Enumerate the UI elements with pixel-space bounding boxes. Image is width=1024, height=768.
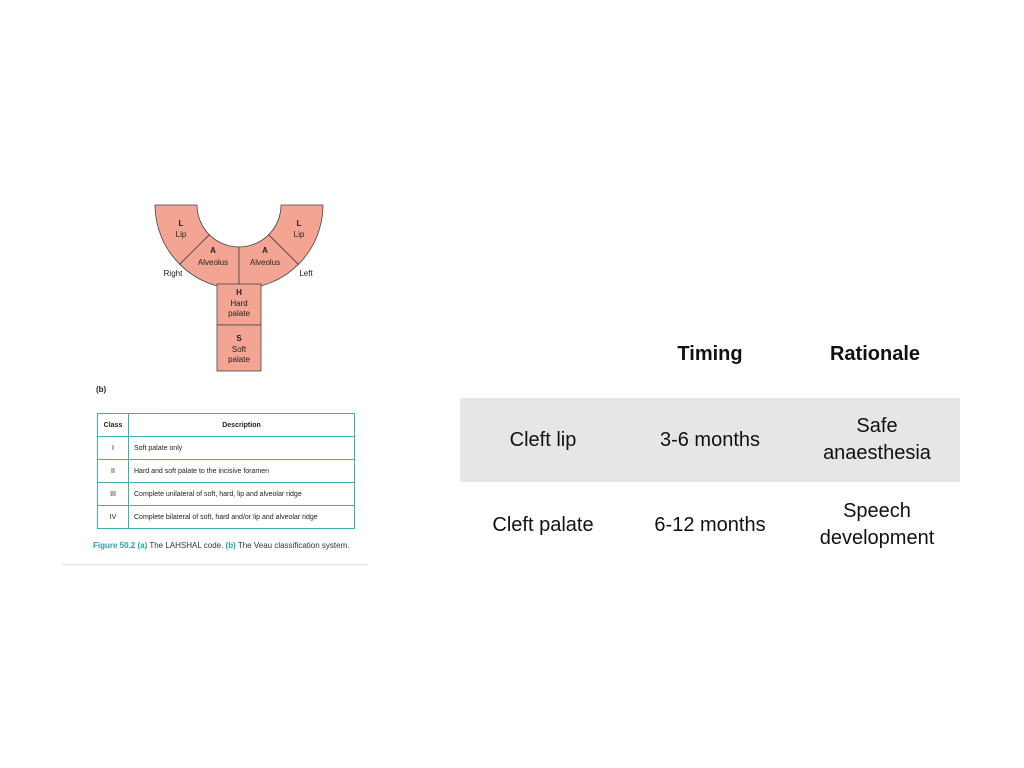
veau-description-cell: Complete unilateral of soft, hard, lip a… (128, 482, 355, 506)
hard-palate-line2: palate (228, 309, 250, 318)
veau-description-cell: Hard and soft palate to the incisive for… (128, 459, 355, 483)
veau-class-cell: IV (97, 505, 129, 529)
table-row: III Complete unilateral of soft, hard, l… (97, 482, 355, 506)
veau-header-class: Class (97, 413, 129, 437)
lip-right-name: Lip (176, 230, 187, 239)
cleft-palate-rationale-line1: Speech (843, 500, 911, 522)
alveolus-right-name: Alveolus (198, 258, 228, 267)
cleft-palate-timing: 6-12 months (654, 513, 766, 536)
caption-a-marker: (a) (137, 541, 148, 550)
lahshal-diagram: L Lip L Lip A Alveolus A Alveolus Right … (154, 204, 324, 372)
panel-b-label: (b) (96, 385, 107, 394)
cleft-palate-rationale-line2: development (819, 527, 935, 549)
veau-description-cell: Soft palate only (128, 436, 355, 460)
timing-header: Timing (677, 343, 743, 365)
lip-right-code: L (179, 219, 184, 228)
soft-palate-line2: palate (228, 355, 250, 364)
caption-b-marker: (b) (225, 541, 236, 550)
veau-header-description: Description (128, 413, 355, 437)
cleft-lip-name: Cleft lip (509, 428, 577, 451)
hard-palate-line1: Hard (230, 299, 247, 308)
caption-b-text: The Veau classification system. (237, 541, 350, 550)
lip-left-segment (268, 204, 324, 265)
caption-a-text: The LAHSHAL code. (149, 541, 224, 550)
lip-left-code: L (297, 219, 302, 228)
arch (154, 204, 324, 290)
table-row: II Hard and soft palate to the incisive … (97, 459, 355, 483)
caption-divider (62, 564, 368, 565)
table-row: IV Complete bilateral of soft, hard and/… (97, 505, 355, 529)
cleft-lip-rationale-line1: Safe (856, 415, 898, 437)
veau-description-cell: Complete bilateral of soft, hard and/or … (128, 505, 355, 529)
veau-class-cell: III (97, 482, 129, 506)
alveolus-left-code: A (262, 246, 268, 255)
veau-header-row: Class Description (97, 413, 355, 437)
soft-palate-segment (216, 324, 262, 372)
highlighted-row-background (460, 398, 960, 482)
alveolus-left-name: Alveolus (250, 258, 280, 267)
side-left-label: Left (299, 269, 313, 278)
soft-palate-line1: Soft (232, 345, 247, 354)
cleft-lip-rationale: Safe anaesthesia (794, 398, 960, 482)
cleft-palate-name: Cleft palate (492, 513, 594, 536)
cleft-palate-rationale: Speech development (794, 483, 960, 567)
veau-class-cell: II (97, 459, 129, 483)
table-row: I Soft palate only (97, 436, 355, 460)
cleft-lip-rationale-line2: anaesthesia (823, 442, 931, 464)
alveolus-right-code: A (210, 246, 216, 255)
cleft-lip-timing: 3-6 months (659, 428, 761, 451)
figure-caption: Figure 50.2 (a) The LAHSHAL code. (b) Th… (93, 541, 363, 551)
rationale-header: Rationale (829, 343, 921, 365)
veau-classification-table: Class Description I Soft palate only II … (97, 413, 355, 529)
veau-class-cell: I (97, 436, 129, 460)
side-right-label: Right (164, 269, 183, 278)
soft-palate-code: S (236, 334, 242, 343)
lip-left-name: Lip (294, 230, 305, 239)
caption-figure-number: Figure 50.2 (93, 541, 136, 550)
hard-palate-code: H (236, 288, 242, 297)
